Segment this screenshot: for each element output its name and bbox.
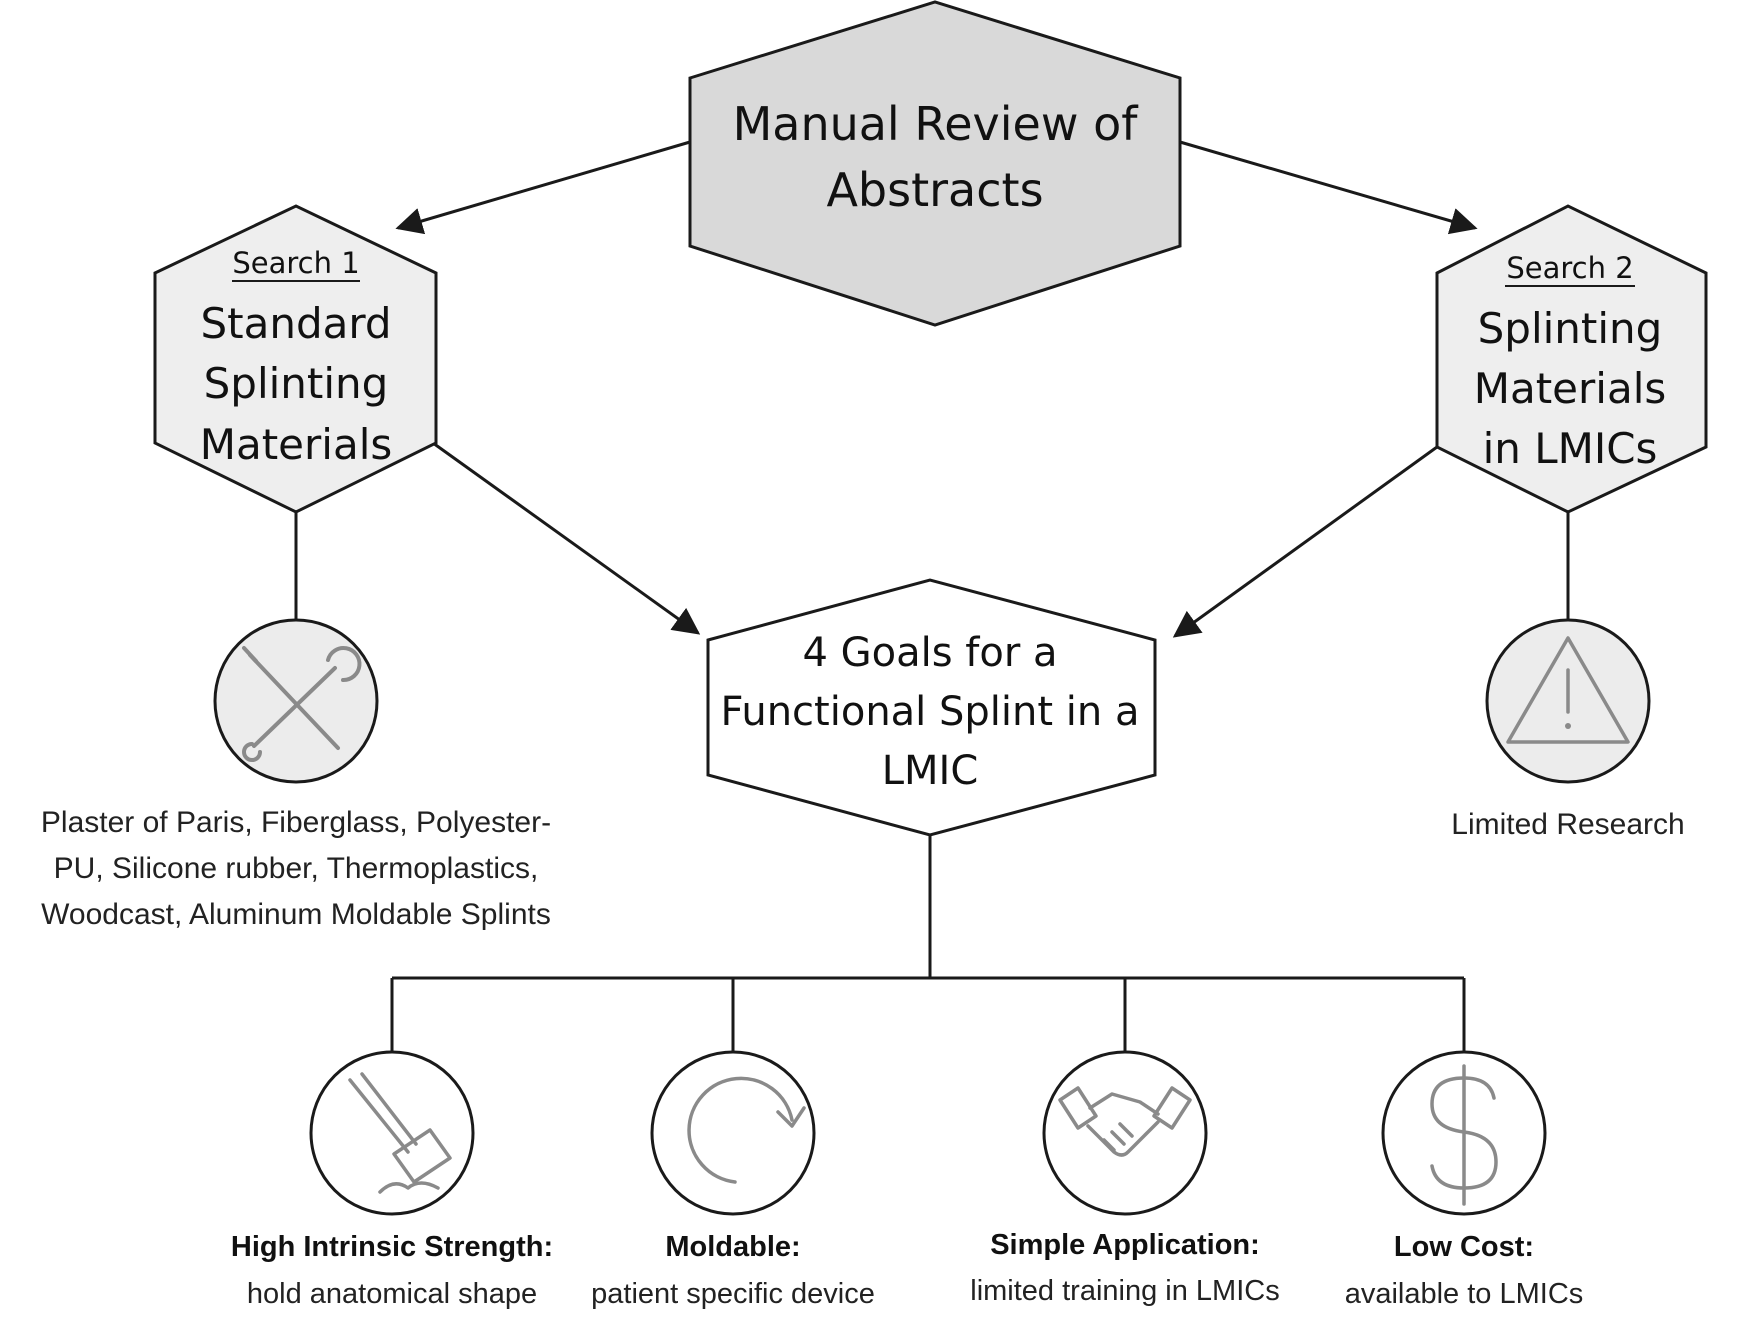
arrow-top-to-search1 bbox=[395, 140, 691, 235]
search2-label: Search 2 bbox=[1506, 251, 1633, 285]
search1-label: Search 1 bbox=[232, 246, 359, 280]
goal4-desc: available to LMICs bbox=[1345, 1278, 1584, 1310]
goal3-title: Simple Application: bbox=[990, 1229, 1260, 1261]
search1-line1: Standard bbox=[200, 299, 391, 348]
center-line1: 4 Goals for a bbox=[802, 630, 1057, 676]
center-hexagon-shape bbox=[706, 578, 1157, 837]
search2-line1: Splinting bbox=[1478, 304, 1663, 353]
search2-line3: in LMICs bbox=[1483, 424, 1658, 473]
goal3-desc: limited training in LMICs bbox=[970, 1275, 1279, 1307]
search1-caption-line1: Plaster of Paris, Fiberglass, Polyester- bbox=[41, 806, 551, 839]
arrow-search2-to-center bbox=[1172, 445, 1438, 638]
center-line2: Functional Splint in a bbox=[721, 689, 1140, 735]
search2-hexagon: Search 2 Splinting Materials in LMICs bbox=[1435, 204, 1708, 514]
search1-caption-line3: Woodcast, Aluminum Moldable Splints bbox=[41, 898, 551, 931]
warning-icon bbox=[1485, 618, 1651, 784]
arrow-search1-to-center bbox=[432, 441, 701, 635]
search1-caption-line2: PU, Silicone rubber, Thermoplastics, bbox=[54, 852, 539, 885]
dollar-icon bbox=[1381, 1050, 1547, 1216]
top-hexagon: Manual Review of Abstracts bbox=[688, 0, 1182, 327]
top-title-line2: Abstracts bbox=[826, 163, 1043, 217]
goal1-title: High Intrinsic Strength: bbox=[231, 1231, 553, 1263]
goal1-desc: hold anatomical shape bbox=[247, 1278, 537, 1310]
search2-hexagon-shape bbox=[1435, 204, 1708, 514]
search1-line2: Splinting bbox=[204, 359, 389, 408]
tools-icon bbox=[213, 618, 379, 784]
goal4-title: Low Cost: bbox=[1394, 1231, 1534, 1263]
rotate-arrow-icon bbox=[650, 1050, 816, 1216]
goal2-desc: patient specific device bbox=[591, 1278, 875, 1310]
top-hexagon-shape bbox=[688, 0, 1182, 327]
center-hexagon: 4 Goals for a Functional Splint in a LMI… bbox=[706, 578, 1157, 837]
goal2-title: Moldable: bbox=[665, 1231, 800, 1263]
connectors bbox=[294, 140, 1570, 1053]
handshake-icon bbox=[1042, 1050, 1208, 1216]
arrow-top-to-search2 bbox=[1179, 140, 1478, 235]
hammer-icon bbox=[309, 1050, 475, 1216]
search1-hexagon-shape bbox=[153, 204, 438, 514]
search1-line3: Materials bbox=[200, 420, 393, 469]
search2-caption: Limited Research bbox=[1451, 808, 1684, 841]
search2-line2: Materials bbox=[1474, 364, 1667, 413]
top-title-line1: Manual Review of bbox=[733, 97, 1140, 151]
center-line3: LMIC bbox=[882, 748, 979, 794]
search1-hexagon: Search 1 Standard Splinting Materials bbox=[153, 204, 438, 514]
